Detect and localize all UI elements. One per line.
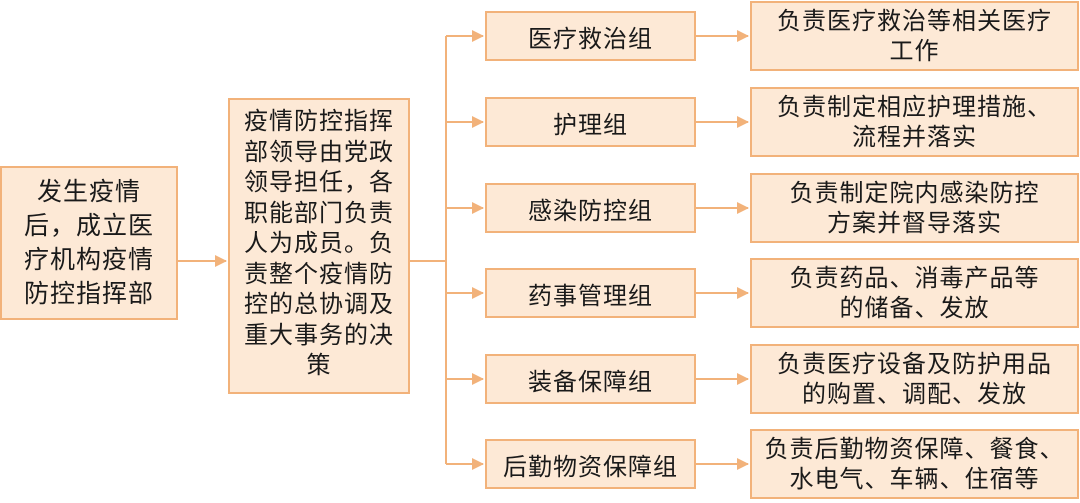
- duty-node-pharmacy: 负责药品、消毒产品等 的储备、发放: [750, 258, 1079, 328]
- group-node-pharmacy: 药事管理组: [485, 268, 696, 318]
- group-node-nursing: 护理组: [485, 97, 696, 147]
- group-name: 装备保障组: [528, 367, 653, 396]
- group-name: 药事管理组: [528, 281, 653, 310]
- duty-node-infection-control: 负责制定院内感染防控 方案并督导落实: [750, 173, 1079, 243]
- duty-node-equipment: 负责医疗设备及防护用品 的购置、调配、发放: [750, 344, 1079, 414]
- duty-node-medical-treatment: 负责医疗救治等相关医疗 工作: [750, 1, 1079, 71]
- group-name: 护理组: [553, 110, 628, 139]
- group-node-medical-treatment: 医疗救治组: [485, 11, 696, 61]
- group-name: 感染防控组: [528, 196, 653, 225]
- group-node-infection-control: 感染防控组: [485, 183, 696, 233]
- group-node-logistics: 后勤物资保障组: [485, 439, 696, 489]
- duty-text: 负责制定院内感染防控 方案并督导落实: [789, 179, 1040, 237]
- duty-text: 负责药品、消毒产品等 的储备、发放: [789, 264, 1040, 322]
- duty-text: 负责医疗设备及防护用品 的购置、调配、发放: [777, 350, 1052, 408]
- duty-text: 负责医疗救治等相关医疗 工作: [777, 7, 1052, 65]
- command-node-text: 疫情防控指挥部领导由党政领导担任，各职能部门负责人为成员。负责整个疫情防控的总协…: [244, 107, 394, 379]
- duty-node-logistics: 负责后勤物资保障、餐食、 水电气、车辆、住宿等: [750, 429, 1079, 499]
- duty-text: 负责后勤物资保障、餐食、 水电气、车辆、住宿等: [764, 435, 1065, 493]
- duty-node-nursing: 负责制定相应护理措施、 流程并落实: [750, 87, 1079, 157]
- root-node-box: 发生疫情后，成立医疗机构疫情防控指挥部: [0, 166, 178, 320]
- group-name: 医疗救治组: [528, 24, 653, 53]
- root-node-text: 发生疫情后，成立医疗机构疫情防控指挥部: [23, 177, 154, 308]
- group-name: 后勤物资保障组: [503, 452, 678, 481]
- duty-text: 负责制定相应护理措施、 流程并落实: [777, 93, 1052, 151]
- command-node-box: 疫情防控指挥部领导由党政领导担任，各职能部门负责人为成员。负责整个疫情防控的总协…: [228, 98, 410, 394]
- group-node-equipment: 装备保障组: [485, 354, 696, 404]
